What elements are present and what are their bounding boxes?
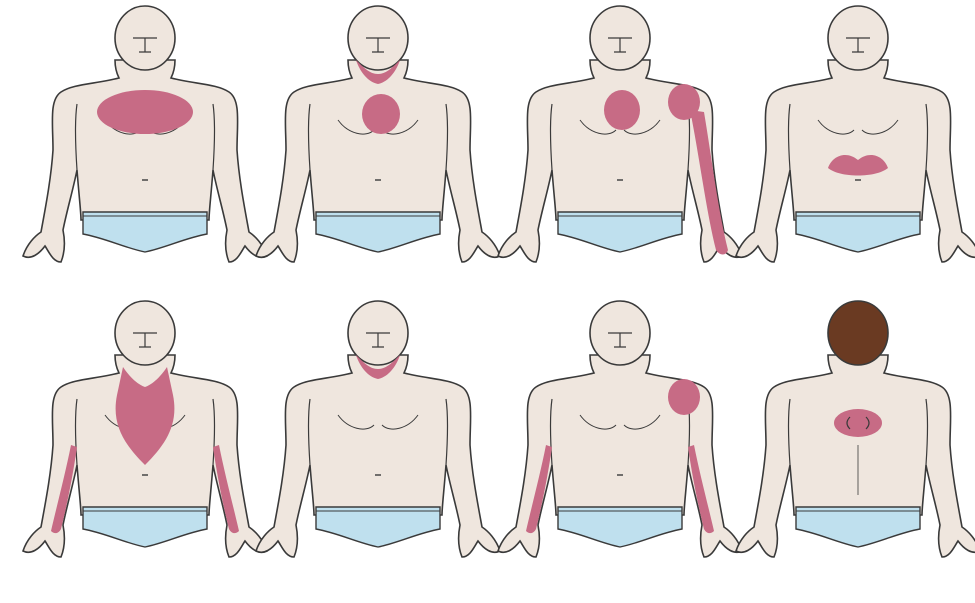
underwear [316,507,440,547]
pain-upper-chest [362,94,400,134]
figure-r2-c1-front [23,301,267,557]
underwear [558,212,682,252]
underwear [316,212,440,252]
underwear [83,507,207,547]
figure-r1-c3-front [498,6,742,262]
figure-r2-c2-front [256,301,500,557]
pain-upper-back [834,409,882,437]
figure-r2-c3-front [498,301,742,557]
underwear [796,507,920,547]
underwear [796,212,920,252]
pain-central-chest [97,90,193,134]
figure-r2-c4-back [736,301,975,557]
figure-r1-c4-front [736,6,975,262]
pain-left-shoulder [668,379,700,415]
underwear [558,507,682,547]
underwear [83,212,207,252]
head-back [828,301,888,365]
figure-r1-c2-front [256,6,500,262]
pain-central-chest [604,90,640,130]
figure-r1-c1-front [23,6,267,262]
